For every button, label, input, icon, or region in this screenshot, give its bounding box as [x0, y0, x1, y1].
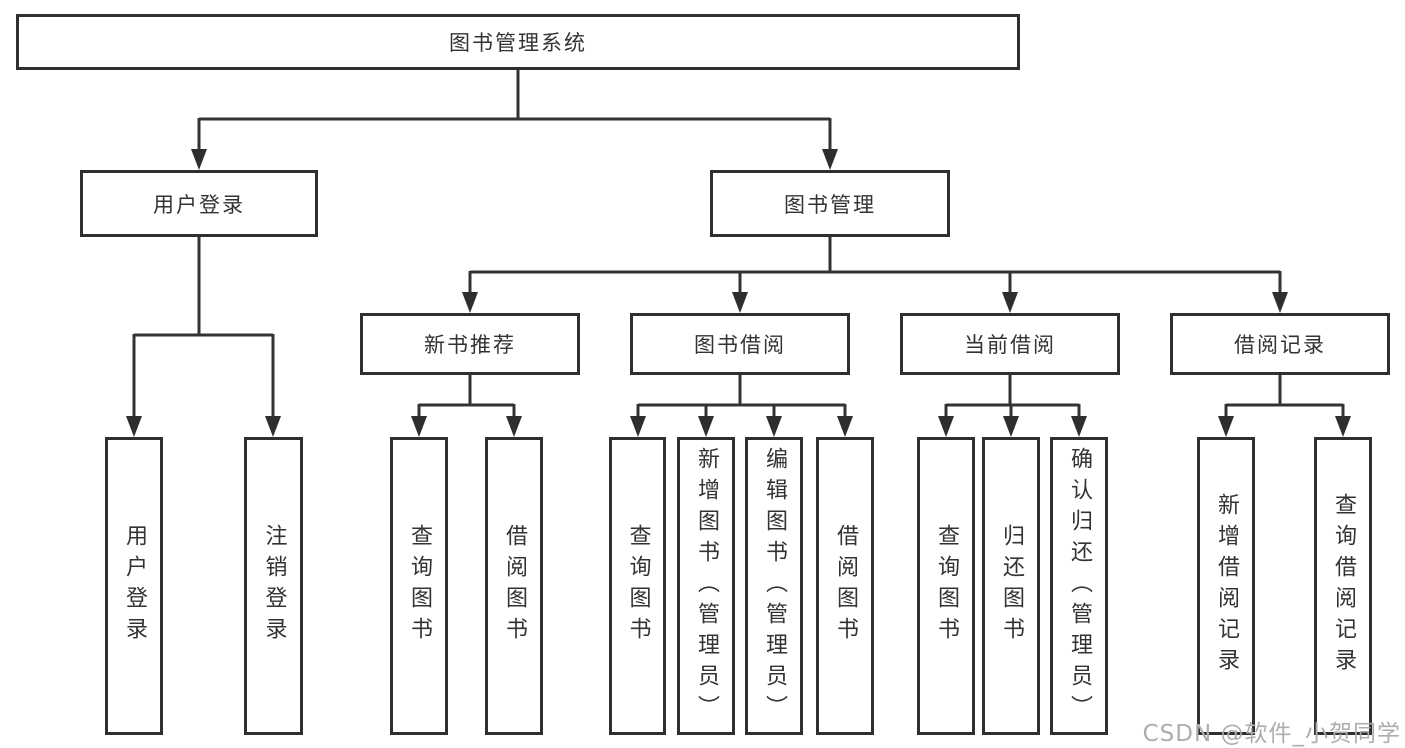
- node-new-book-recommend: 新书推荐: [360, 313, 580, 375]
- node-book-management: 图书管理: [710, 170, 950, 237]
- node-label: 用户登录: [153, 192, 245, 217]
- node-book-borrow: 图书借阅: [630, 313, 850, 375]
- leaf-label: 查询借阅记录: [1331, 493, 1356, 679]
- leaf-query-books-newbook: 查询图书: [390, 437, 448, 735]
- leaf-label: 借阅图书: [502, 524, 527, 648]
- node-current-borrow: 当前借阅: [900, 313, 1120, 375]
- csdn-watermark: CSDN @软件_小贺同学: [1142, 721, 1401, 747]
- leaf-label: 查询图书: [407, 524, 432, 648]
- leaf-query-borrow-record: 查询借阅记录: [1314, 437, 1372, 735]
- arrowheads: [126, 149, 1351, 437]
- leaf-edit-books-admin: 编辑图书（管理员）: [745, 437, 803, 735]
- leaf-borrow-books-newbook: 借阅图书: [485, 437, 543, 735]
- node-label: 借阅记录: [1234, 333, 1326, 357]
- node-system-root: 图书管理系统: [16, 14, 1020, 70]
- leaf-add-books-admin: 新增图书（管理员）: [677, 437, 735, 735]
- leaf-label: 新增图书（管理员）: [694, 446, 719, 726]
- node-label: 当前借阅: [964, 333, 1056, 357]
- leaf-label: 借阅图书: [833, 524, 858, 648]
- leaf-query-books-borrow: 查询图书: [609, 437, 666, 735]
- leaf-logout: 注销登录: [244, 437, 303, 735]
- node-user-login: 用户登录: [80, 170, 318, 237]
- leaf-query-books-current: 查询图书: [917, 437, 975, 735]
- node-label: 图书管理: [784, 192, 876, 217]
- node-label: 新书推荐: [424, 333, 516, 357]
- leaf-confirm-return-admin: 确认归还（管理员）: [1050, 437, 1108, 735]
- node-label: 图书管理系统: [449, 31, 587, 55]
- leaf-label: 确认归还（管理员）: [1067, 446, 1092, 726]
- node-borrow-records: 借阅记录: [1170, 313, 1390, 375]
- leaf-label: 注销登录: [261, 524, 287, 648]
- leaf-return-books: 归还图书: [982, 437, 1040, 735]
- leaf-label: 查询图书: [934, 524, 959, 648]
- leaf-label: 新增借阅记录: [1214, 493, 1239, 679]
- leaf-label: 查询图书: [625, 524, 651, 648]
- leaf-add-borrow-record: 新增借阅记录: [1197, 437, 1255, 735]
- leaf-label: 用户登录: [122, 524, 147, 648]
- leaf-borrow-books: 借阅图书: [816, 437, 874, 735]
- leaf-user-login: 用户登录: [105, 437, 163, 735]
- node-label: 图书借阅: [694, 333, 786, 357]
- leaf-label: 编辑图书（管理员）: [762, 446, 787, 726]
- leaf-label: 归还图书: [999, 524, 1024, 648]
